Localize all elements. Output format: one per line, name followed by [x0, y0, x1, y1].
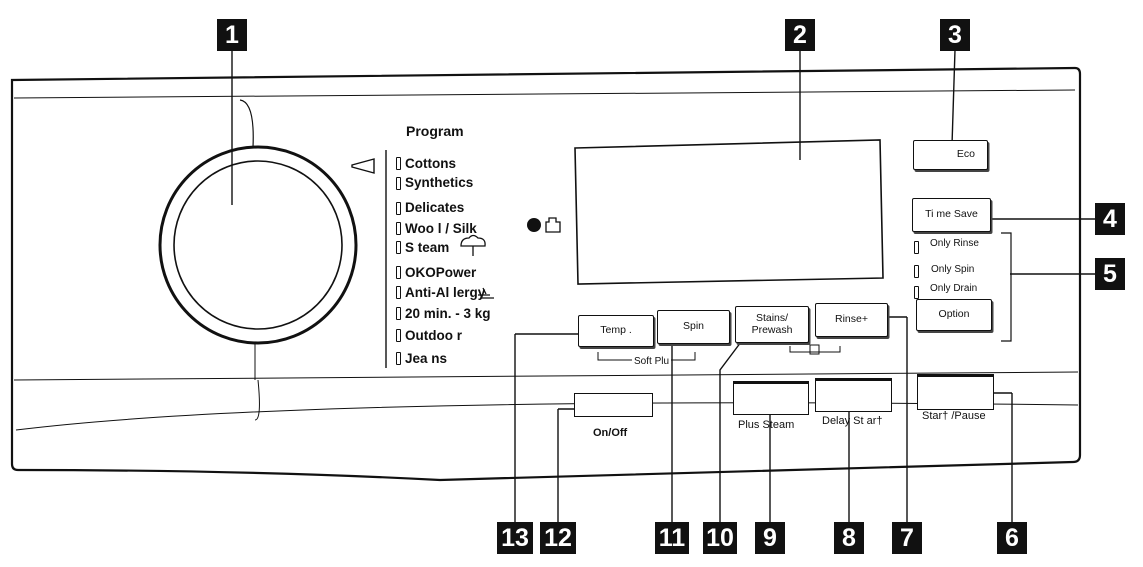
program-led	[396, 222, 401, 235]
program-led	[396, 202, 401, 215]
only-spin-label: Only Spin	[931, 264, 975, 275]
temp-label: Temp .	[600, 324, 632, 337]
start-pause-button[interactable]	[917, 374, 994, 410]
callout-10: 10	[703, 522, 737, 554]
soft-plus-label: Soft Plu	[632, 356, 672, 367]
delay-start-button[interactable]	[815, 378, 892, 412]
program-heading: Program	[406, 123, 464, 139]
temp-button[interactable]: Temp .	[578, 315, 654, 347]
program-20min: 20 min. - 3 kg	[405, 306, 491, 321]
plus-steam-label: Plus Steam	[738, 419, 795, 431]
program-anti-allergy: Anti-Al lergy	[405, 285, 486, 300]
callout-4: 4	[1095, 203, 1125, 235]
on-off-button[interactable]	[574, 393, 653, 417]
program-jeans: Jea ns	[405, 351, 448, 366]
on-off-label: On/Off	[593, 427, 628, 439]
spin-label: Spin	[682, 320, 704, 333]
callout-11: 11	[655, 522, 689, 554]
program-led	[396, 266, 401, 279]
callout-8: 8	[834, 522, 864, 554]
option-led	[914, 286, 919, 299]
program-synthetics: Synthetics	[405, 175, 474, 190]
callout-5: 5	[1095, 258, 1125, 290]
program-led	[396, 286, 401, 299]
callout-7: 7	[892, 522, 922, 554]
eco-label: Eco	[956, 148, 975, 161]
callout-1: 1	[217, 19, 247, 51]
option-label: Option	[938, 308, 970, 321]
program-led	[396, 177, 401, 190]
spin-button[interactable]: Spin	[657, 310, 730, 344]
program-led	[396, 241, 401, 254]
option-led	[914, 241, 919, 254]
callout-9: 9	[755, 522, 785, 554]
start-pause-label: Star† /Pause	[922, 410, 986, 422]
rinse-plus-button[interactable]: Rinse+	[815, 303, 888, 337]
time-save-button[interactable]: Ti me Save	[912, 198, 991, 232]
option-led	[914, 265, 919, 278]
callout-13: 13	[497, 522, 533, 554]
program-steam: S team	[405, 240, 450, 255]
program-delicates: Delicates	[405, 200, 465, 215]
time-save-label: Ti me Save	[925, 208, 978, 221]
callout-3: 3	[940, 19, 970, 51]
callout-2: 2	[785, 19, 815, 51]
plus-steam-button[interactable]	[733, 381, 809, 415]
stains-label: Stains/	[755, 312, 789, 325]
only-rinse-label: Only Rinse	[930, 238, 979, 249]
rinse-plus-label: Rinse+	[835, 313, 868, 326]
callout-6: 6	[997, 522, 1027, 554]
program-outdoor: Outdoo r	[405, 328, 462, 343]
delay-start-label: Delay St ar†	[822, 415, 883, 427]
prewash-label: Prewash	[751, 323, 793, 336]
option-button[interactable]: Option	[916, 299, 992, 331]
program-wool-silk: Woo l / Silk	[405, 221, 477, 236]
only-drain-label: Only Drain	[930, 283, 978, 294]
callout-12: 12	[540, 522, 576, 554]
program-led	[396, 307, 401, 320]
program-okopower: OKOPower	[405, 265, 477, 280]
program-cottons: Cottons	[405, 156, 456, 171]
program-led	[396, 329, 401, 342]
program-led	[396, 352, 401, 365]
eco-button[interactable]: Eco	[913, 140, 988, 170]
stains-prewash-button[interactable]: Stains/ Prewash	[735, 306, 809, 343]
program-led	[396, 157, 401, 170]
